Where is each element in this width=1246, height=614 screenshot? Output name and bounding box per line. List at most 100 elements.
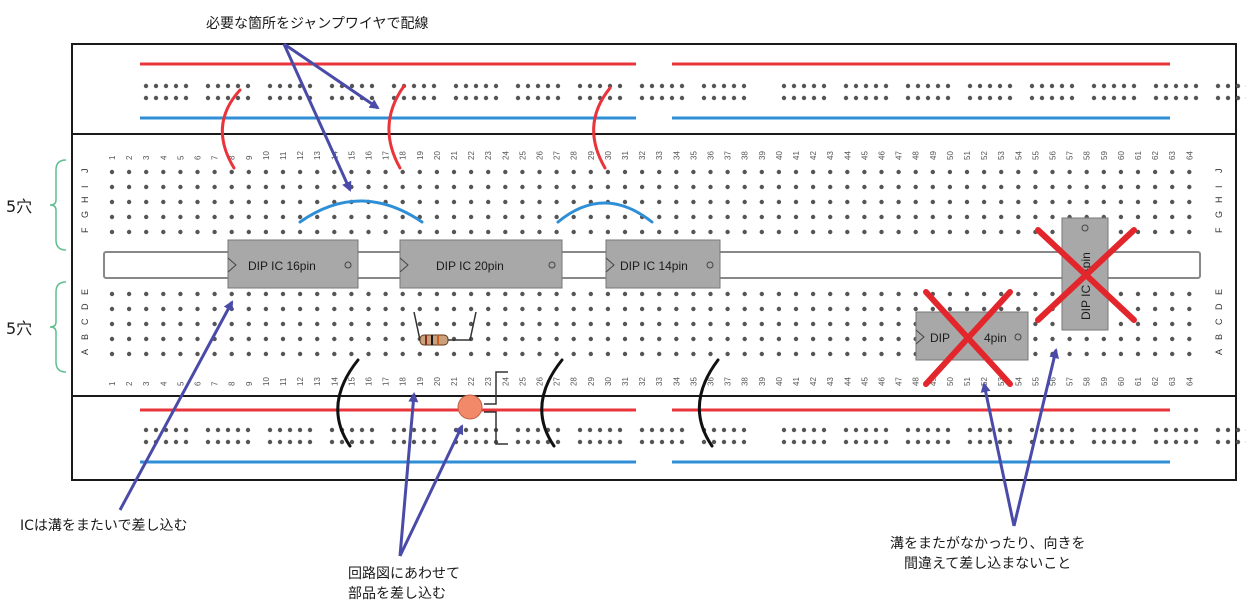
column-number: 25 <box>518 151 527 160</box>
column-number: 12 <box>296 151 305 160</box>
column-number: 29 <box>587 151 596 160</box>
row-letter: D <box>80 303 90 310</box>
column-number: 24 <box>501 151 510 160</box>
row-letter: E <box>1214 289 1224 295</box>
row-letter: H <box>1214 197 1224 204</box>
column-number: 46 <box>878 151 887 160</box>
column-number: 49 <box>929 151 938 160</box>
power-rails <box>140 62 1170 464</box>
column-number: 49 <box>929 377 938 386</box>
row-letter: J <box>1214 169 1224 174</box>
row-letter: B <box>80 334 90 340</box>
row-letter: H <box>80 197 90 204</box>
top-power-strip <box>71 43 1237 135</box>
column-number: 4 <box>159 155 168 160</box>
column-number: 42 <box>809 151 818 160</box>
column-numbers: 1122334455667788991010111112121313141415… <box>108 151 1194 386</box>
column-number: 63 <box>1168 377 1177 386</box>
column-number: 53 <box>997 151 1006 160</box>
column-number: 64 <box>1185 377 1194 386</box>
column-number: 48 <box>912 377 921 386</box>
column-number: 32 <box>638 151 647 160</box>
column-number: 43 <box>826 151 835 160</box>
column-number: 28 <box>570 377 579 386</box>
column-number: 11 <box>279 151 288 160</box>
column-number: 57 <box>1066 151 1075 160</box>
column-number: 41 <box>792 377 801 386</box>
column-number: 21 <box>450 151 459 160</box>
column-number: 58 <box>1083 151 1092 160</box>
column-number: 36 <box>707 377 716 386</box>
column-number: 43 <box>826 377 835 386</box>
hole-group-label: 5穴 <box>6 197 32 216</box>
column-number: 6 <box>194 155 203 160</box>
column-number: 23 <box>484 377 493 386</box>
column-number: 62 <box>1151 377 1160 386</box>
column-number: 36 <box>707 151 716 160</box>
column-number: 12 <box>296 377 305 386</box>
column-number: 61 <box>1134 377 1143 386</box>
column-number: 26 <box>536 151 545 160</box>
column-number: 61 <box>1134 151 1143 160</box>
column-number: 59 <box>1100 377 1109 386</box>
column-number: 50 <box>946 151 955 160</box>
jumper-wire-icon <box>220 84 612 170</box>
column-number: 31 <box>621 151 630 160</box>
column-number: 21 <box>450 377 459 386</box>
column-number: 56 <box>1049 377 1058 386</box>
column-number: 34 <box>672 151 681 160</box>
column-number: 47 <box>895 151 904 160</box>
dip-ic-16pin: DIP IC 16pin <box>227 239 359 289</box>
column-number: 58 <box>1083 377 1092 386</box>
annotation-wrong-line1: 溝をまたがなかったり、向きを <box>890 536 1085 552</box>
column-number: 13 <box>313 377 322 386</box>
column-number: 34 <box>672 377 681 386</box>
column-number: 10 <box>262 377 271 386</box>
column-number: 55 <box>1031 377 1040 386</box>
column-number: 24 <box>501 377 510 386</box>
row-letter: J <box>80 169 90 174</box>
ic-label: DIP <box>930 331 950 345</box>
column-number: 11 <box>279 377 288 386</box>
column-number: 53 <box>997 377 1006 386</box>
column-number: 54 <box>1014 151 1023 160</box>
column-number: 6 <box>194 381 203 386</box>
ic-label: 4pin <box>984 331 1007 345</box>
column-number: 30 <box>604 377 613 386</box>
column-number: 15 <box>347 377 356 386</box>
column-number: 51 <box>963 377 972 386</box>
column-number: 1 <box>108 155 117 160</box>
column-number: 26 <box>536 377 545 386</box>
row-letter: F <box>80 227 90 233</box>
column-number: 22 <box>467 377 476 386</box>
column-number: 19 <box>416 151 425 160</box>
column-number: 7 <box>211 155 220 160</box>
row-letter: I <box>1214 185 1224 188</box>
led-icon <box>457 371 508 445</box>
column-number: 57 <box>1066 377 1075 386</box>
column-number: 9 <box>245 381 254 386</box>
column-number: 1 <box>108 381 117 386</box>
column-number: 8 <box>228 381 237 386</box>
column-number: 35 <box>689 151 698 160</box>
column-number: 51 <box>963 151 972 160</box>
column-number: 29 <box>587 377 596 386</box>
column-number: 17 <box>382 377 391 386</box>
row-letter: F <box>1214 227 1224 233</box>
column-number: 47 <box>895 377 904 386</box>
row-letter: C <box>80 318 90 325</box>
row-letter: C <box>1214 318 1224 325</box>
column-number: 13 <box>313 151 322 160</box>
column-number: 2 <box>125 155 134 160</box>
dip-ic-14pin: DIP IC 14pin <box>605 239 721 289</box>
jumper-wire-icon <box>298 199 654 224</box>
annotation-arrows <box>118 42 1060 557</box>
column-number: 3 <box>142 155 151 160</box>
column-number: 62 <box>1151 151 1160 160</box>
jumper-wire-icon <box>336 358 720 448</box>
annotation-ic-straddle: ICは溝をまたいで差し込む <box>20 518 187 534</box>
column-number: 40 <box>775 151 784 160</box>
column-number: 52 <box>980 151 989 160</box>
hole-group-bracket-upper: 5穴 <box>6 159 67 251</box>
